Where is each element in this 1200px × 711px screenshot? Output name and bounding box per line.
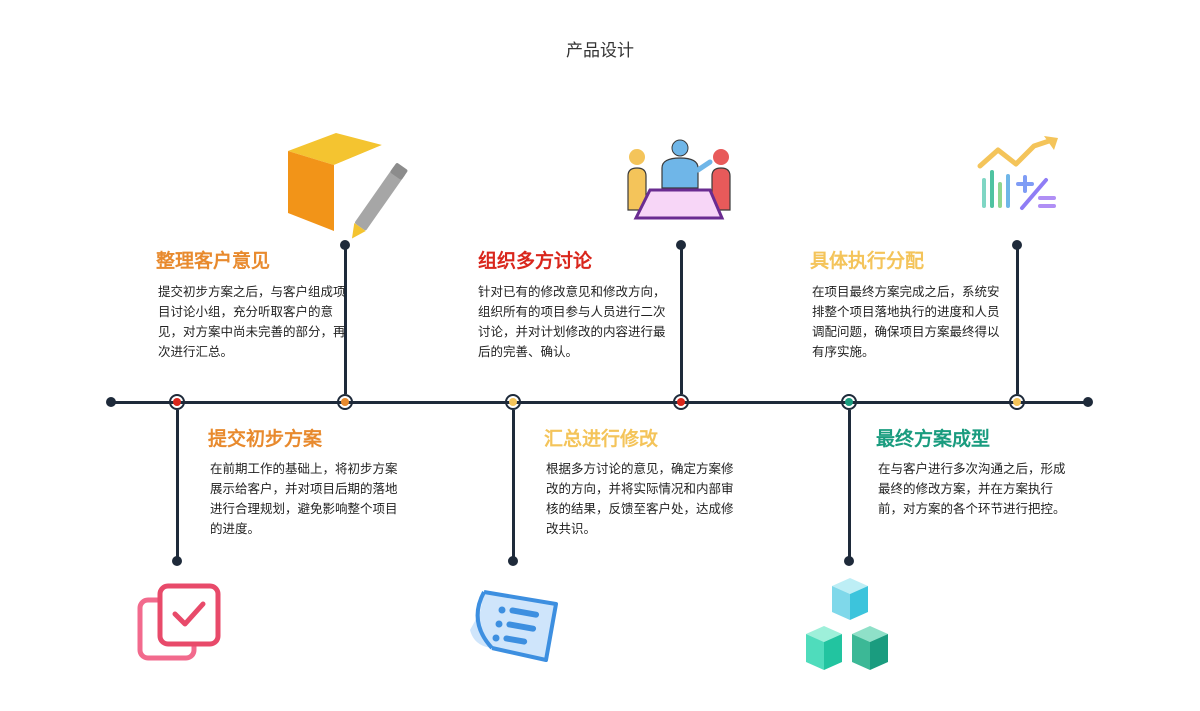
timeline-axis — [110, 401, 1090, 404]
timeline-start-dot — [106, 397, 116, 407]
step-desc-4: 针对已有的修改意见和修改方向，组织所有的项目参与人员进行二次讨论，并对计划修改的… — [478, 284, 666, 359]
step-title-3: 汇总进行修改 — [544, 428, 659, 450]
stem-end-dot-2 — [340, 240, 350, 250]
timeline-node-4 — [673, 394, 689, 410]
timeline-node-3 — [505, 394, 521, 410]
timeline-node-6 — [1009, 394, 1025, 410]
document-list-icon — [470, 590, 558, 662]
timeline-node-5 — [841, 394, 857, 410]
checkbox-copy-icon — [137, 583, 221, 661]
stem-step-1 — [176, 410, 179, 562]
step-title-5: 最终方案成型 — [876, 428, 991, 450]
timeline-node-1 — [169, 394, 185, 410]
page-title: 产品设计 — [566, 41, 634, 61]
box-pencil-icon — [288, 133, 408, 239]
step-desc-3: 根据多方讨论的意见，确定方案修改的方向，并将实际情况和内部审核的结果，反馈至客户… — [546, 461, 734, 536]
step-title-2: 整理客户意见 — [156, 250, 271, 272]
stem-end-dot-4 — [676, 240, 686, 250]
stem-end-dot-1 — [172, 556, 182, 566]
stem-step-6 — [1016, 246, 1019, 394]
chart-growth-icon — [977, 136, 1058, 210]
step-desc-1: 在前期工作的基础上，将初步方案展示给客户，并对项目后期的落地进行合理规划，避免影… — [210, 461, 398, 536]
meeting-icon — [627, 139, 731, 220]
cubes-icon — [806, 578, 888, 670]
stem-end-dot-6 — [1012, 240, 1022, 250]
step-title-6: 具体执行分配 — [810, 250, 925, 272]
timeline-end-dot — [1083, 397, 1093, 407]
step-title-1: 提交初步方案 — [208, 428, 323, 450]
stem-step-3 — [512, 410, 515, 562]
stem-step-2 — [344, 246, 347, 394]
stem-end-dot-5 — [844, 556, 854, 566]
step-desc-6: 在项目最终方案完成之后，系统安排整个项目落地执行的进度和人员调配问题，确保项目方… — [812, 284, 1000, 359]
step-desc-5: 在与客户进行多次沟通之后，形成最终的修改方案，并在方案执行前，对方案的各个环节进… — [878, 461, 1066, 516]
step-desc-2: 提交初步方案之后，与客户组成项目讨论小组，充分听取客户的意见，对方案中尚未完善的… — [158, 284, 346, 359]
timeline-node-2 — [337, 394, 353, 410]
step-title-4: 组织多方讨论 — [478, 250, 593, 272]
stem-step-4 — [680, 246, 683, 394]
stem-end-dot-3 — [508, 556, 518, 566]
stem-step-5 — [848, 410, 851, 562]
